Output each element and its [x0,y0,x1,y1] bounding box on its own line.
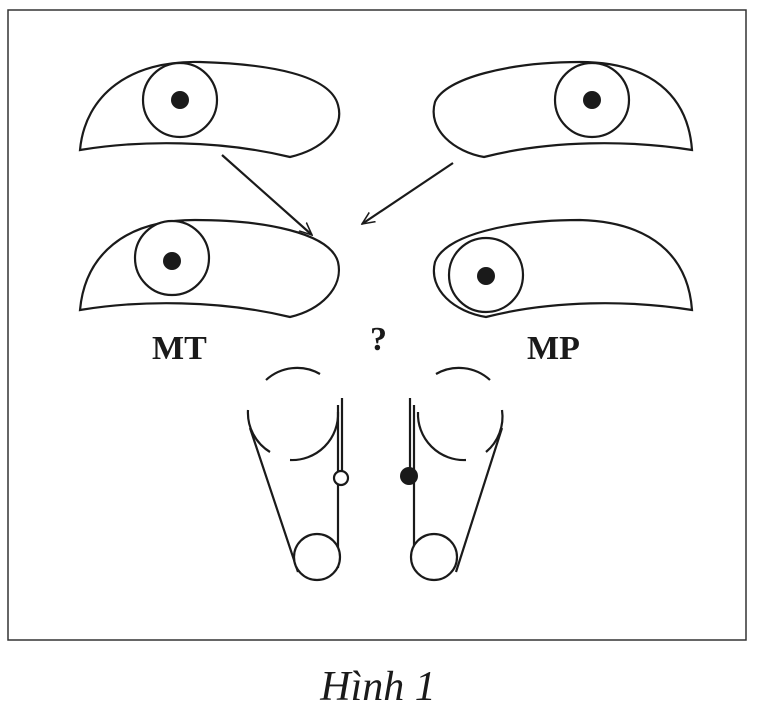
pupil-top-right [583,91,601,109]
arrow-left-to-center [221,154,312,235]
pulley-right-arc-lower-left [416,411,467,462]
pulley-left-small-wheel [292,532,342,582]
pulley-left-arc-lower-right [289,411,340,462]
label-right-eye: MP [527,330,580,367]
pupil-middle-right [477,267,495,285]
eye-top-right [432,60,694,159]
pupil-middle-left [163,252,181,270]
arrow-right-to-center [362,162,454,224]
pulley-left-belt-outer [248,427,300,573]
eye-middle-left [78,218,341,319]
pulley-right-small-wheel [409,532,459,582]
pulley-left-open-knob [332,469,350,487]
diagram-frame [7,9,747,641]
figure-caption: Hình 1 [319,664,436,710]
pulley-left [246,366,350,582]
eye-top-left [78,60,341,159]
pulley-right-belt-outer [454,427,504,573]
pulley-left-arc-top [265,366,321,381]
pulley-left-arc-lower-left [246,409,271,453]
label-left-eye: MT [152,330,207,367]
eye-middle-right [432,218,694,319]
pulley-right [400,366,504,582]
pulley-right-arc-top [435,366,491,381]
question-mark: ? [370,321,387,358]
pupil-top-left [171,91,189,109]
pulley-right-filled-knob [400,467,418,485]
